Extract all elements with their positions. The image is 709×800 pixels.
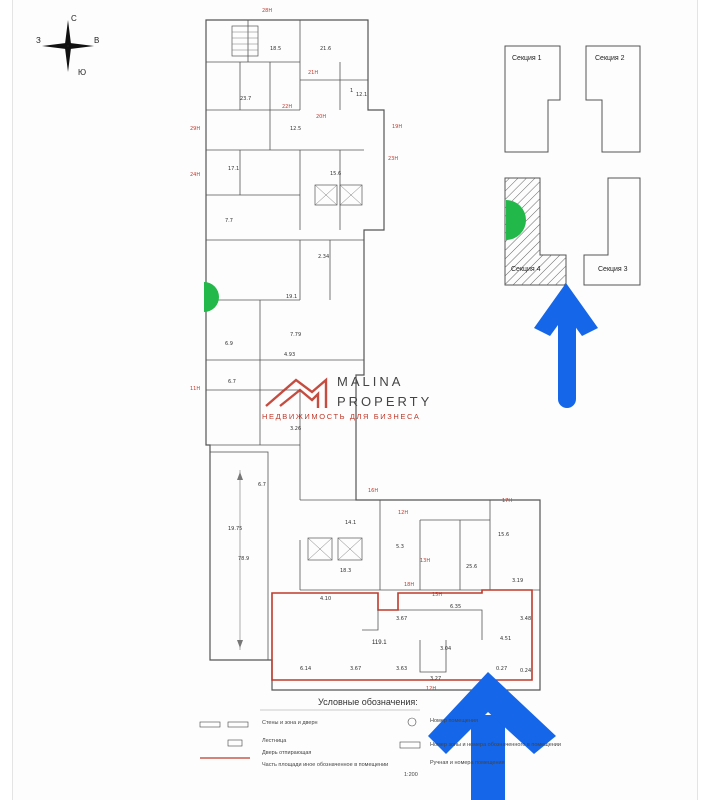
section-2-plan: [585, 45, 641, 153]
floor-plan-sheet: [12, 0, 698, 800]
room-area-label: 3.27: [430, 676, 441, 682]
legend-item: Часть площади иное обозначенное в помеще…: [262, 762, 389, 768]
compass-west: З: [36, 36, 41, 45]
room-area-label: 18.3: [340, 568, 351, 574]
marked-area-total: 119.1: [372, 640, 387, 646]
unit-number-label: 24Н: [190, 172, 200, 178]
legend-scale: 1:200: [404, 772, 418, 778]
room-area-label: 3.26: [290, 426, 301, 432]
room-area-label: 4.93: [284, 352, 295, 358]
watermark-logo-icon: [265, 377, 328, 408]
marker-green-plan: [204, 282, 219, 312]
section-4-label: Секция 4: [511, 266, 541, 273]
room-area-label: 6.35: [450, 604, 461, 610]
unit-number-label: 16Н: [368, 488, 378, 494]
unit-number-label: 19Н: [392, 124, 402, 130]
compass-south: Ю: [78, 68, 87, 77]
room-area-label: 6.14: [300, 666, 311, 672]
watermark-line2: PROPERTY: [337, 394, 433, 409]
unit-number-label: 29Н: [190, 126, 200, 132]
room-area-label: 4.51: [500, 636, 511, 642]
unit-number-label: 12Н: [426, 686, 436, 692]
legend-item: Номер зоны и номера обозначенного в поме…: [430, 742, 561, 748]
legend-item: Ручная и номера помещения: [430, 760, 505, 766]
room-area-label: 19.75: [228, 526, 242, 532]
legend-title: Условные обозначения:: [318, 697, 418, 707]
room-area-label: 3.48: [520, 616, 531, 622]
room-area-label: 21.6: [320, 46, 331, 52]
blue-arrow-entrance: [428, 672, 556, 800]
room-area-label: 6.7: [228, 379, 236, 385]
section-4-hatch: [505, 178, 566, 285]
watermark-tagline: НЕДВИЖИМОСТЬ ДЛЯ БИЗНЕСА: [262, 412, 421, 421]
room-area-label: 7.7: [225, 218, 233, 224]
compass-rose: С Ю З В: [36, 14, 100, 77]
unit-number-label: 20Н: [316, 114, 326, 120]
unit-number-label: 15Н: [432, 592, 442, 598]
room-area-label: 19.1: [286, 294, 297, 300]
room-area-label: 14.1: [345, 520, 356, 526]
room-area-label: 6.7: [258, 482, 266, 488]
room-area-label: 1: [350, 88, 353, 94]
room-area-label: 3.04: [440, 646, 451, 652]
legend-item: Дверь отпирающая: [262, 750, 312, 756]
room-area-label: 3.67: [350, 666, 361, 672]
legend-item: Лестница: [262, 738, 287, 744]
compass-east: В: [94, 36, 100, 45]
section-1-label: Секция 1: [512, 55, 542, 62]
unit-number-label: 13Н: [420, 558, 430, 564]
section-3-label: Секция 3: [598, 266, 628, 273]
watermark-line1: MALINA: [337, 374, 404, 389]
room-area-label: 18.5: [270, 46, 281, 52]
unit-number-label: 23Н: [388, 156, 398, 162]
room-area-label: 5.3: [396, 544, 404, 550]
room-area-label: 0.24: [520, 668, 531, 674]
marker-green-section4: [506, 200, 526, 240]
room-area-label: 23.7: [240, 96, 251, 102]
marked-premises-outline: [271, 589, 533, 681]
room-area-label: 3.19: [512, 578, 523, 584]
room-area-label: 15.6: [498, 532, 509, 538]
room-area-label: 2.34: [318, 254, 329, 260]
blue-arrow-section: [534, 283, 598, 408]
legend-item: Номер помещения: [430, 718, 478, 724]
room-area-label: 7.79: [290, 332, 301, 338]
room-area-label: 78.9: [238, 556, 249, 562]
room-area-label: 12.5: [290, 126, 301, 132]
unit-number-label: 22Н: [282, 104, 292, 110]
room-area-label: 25.6: [466, 564, 477, 570]
unit-number-label: 11Н: [190, 386, 200, 392]
unit-number-label: 18Н: [404, 582, 414, 588]
room-area-label: 4.10: [320, 596, 331, 602]
unit-number-label: 21Н: [308, 70, 318, 76]
compass-north: С: [71, 14, 77, 23]
room-area-label: 3.67: [396, 616, 407, 622]
unit-number-label: 12Н: [398, 510, 408, 516]
unit-number-label: 17Н: [502, 498, 512, 504]
section-1-plan: [504, 45, 561, 153]
room-area-label: 0.27: [496, 666, 507, 672]
compass-icon: [42, 20, 94, 72]
unit-number-label: 28Н: [262, 8, 272, 14]
section-2-label: Секция 2: [595, 55, 625, 62]
legend-item: Стены и зона и дверн: [262, 720, 318, 726]
room-area-label: 12.1: [356, 92, 367, 98]
section-3-plan: [583, 177, 641, 286]
room-area-label: 3.63: [396, 666, 407, 672]
room-area-label: 6.9: [225, 341, 233, 347]
room-area-label: 15.6: [330, 171, 341, 177]
room-area-label: 17.1: [228, 166, 239, 172]
watermark: MALINA PROPERTY НЕДВИЖИМОСТЬ ДЛЯ БИЗНЕСА: [262, 374, 462, 424]
